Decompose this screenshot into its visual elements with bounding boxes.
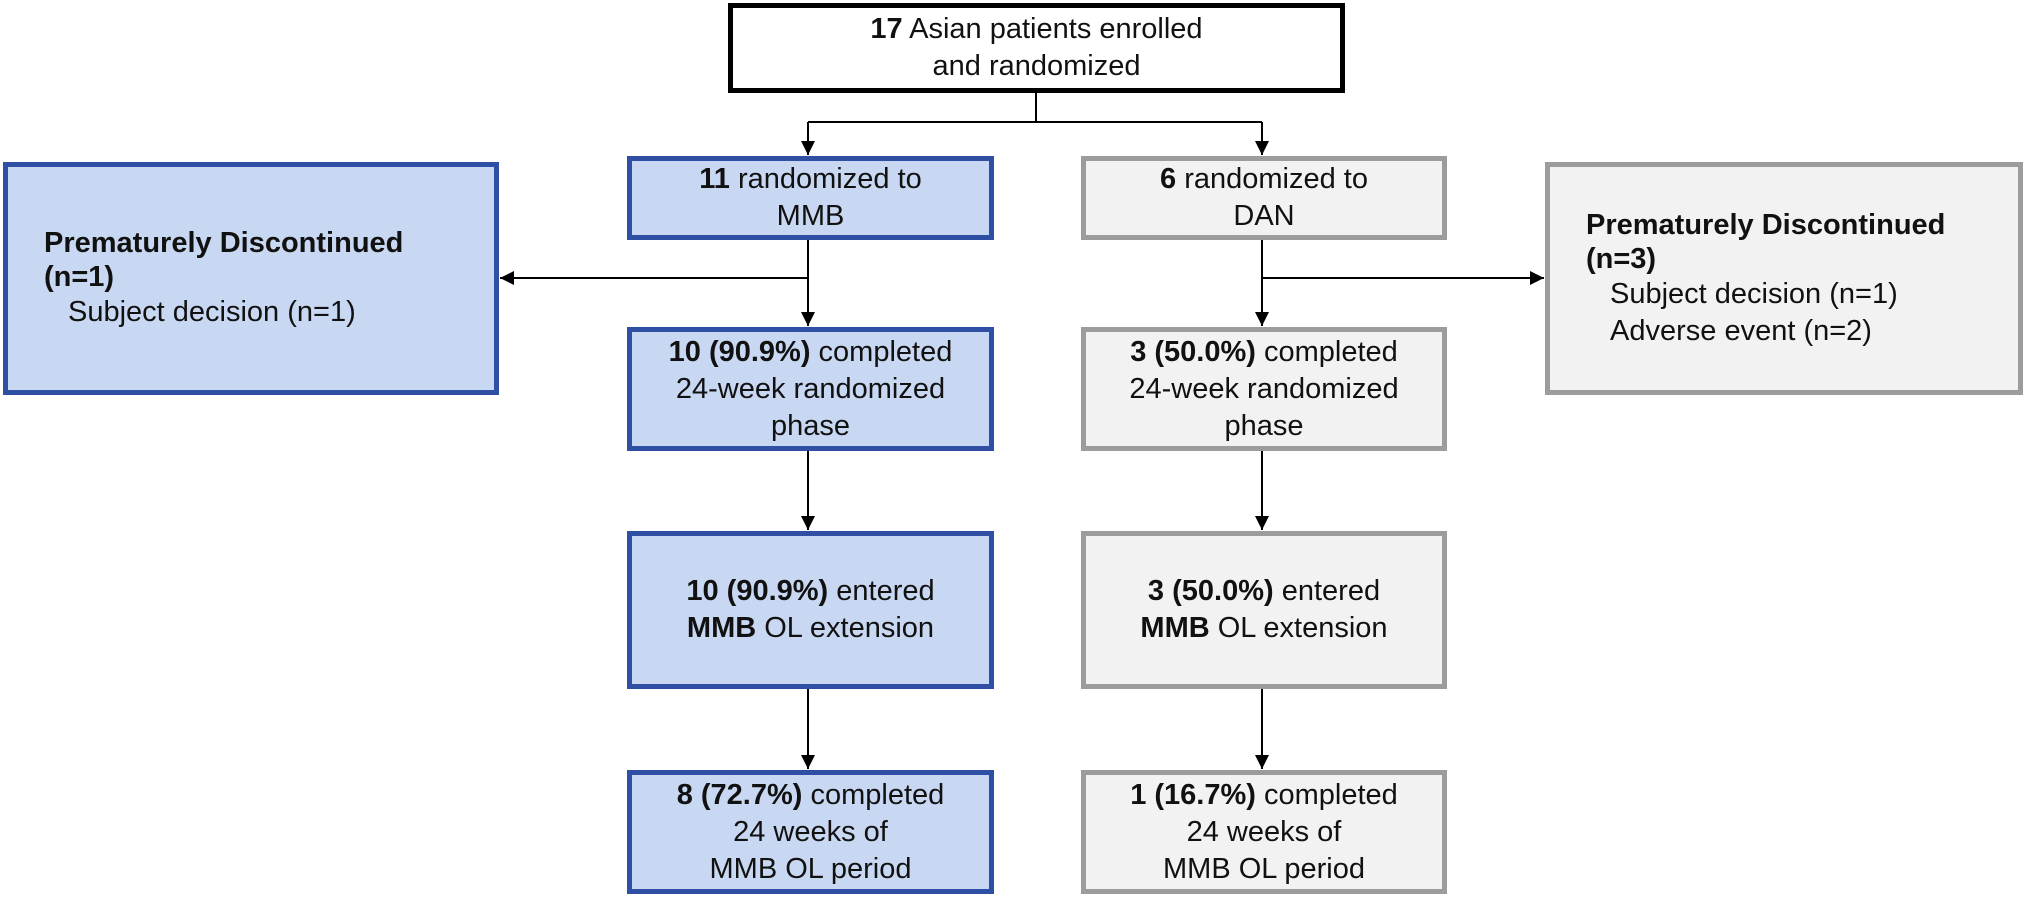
mmb-completed-ol-label: completed (802, 778, 945, 811)
dan-completed-ol-box: 1 (16.7%) completed 24 weeks of MMB OL p… (1081, 770, 1447, 894)
dan-completed-label-2: 24-week randomized (1129, 372, 1399, 405)
dan-entered-box: 3 (50.0%) entered MMB OL extension (1081, 531, 1447, 689)
mmb-entered-label: entered (828, 575, 935, 607)
dan-completed-label: completed (1255, 335, 1398, 368)
enrolled-label: Asian patients enrolled (902, 13, 1203, 45)
dan-discontinued-title: Prematurely Discontinued (1586, 208, 1946, 241)
dan-arm-name: DAN (1233, 200, 1295, 232)
mmb-completed-stat: 10 (90.9%) (668, 335, 811, 368)
split-connector (808, 93, 1262, 123)
mmb-completed-label: completed (810, 335, 953, 368)
dan-entered-stat: 3 (50.0%) (1147, 575, 1274, 607)
dan-discontinued-box: Prematurely Discontinued (n=3) Subject d… (1545, 162, 2023, 395)
mmb-discontinued-title: Prematurely Discontinued (44, 227, 404, 259)
mmb-completed-ol-box: 8 (72.7%) completed 24 weeks of MMB OL p… (627, 770, 994, 894)
dan-randomized-count: 6 (1160, 163, 1177, 195)
mmb-randomized-box: 11 randomized to MMB (627, 156, 994, 240)
mmb-completed-ol-label-2: 24 weeks of (733, 815, 888, 848)
mmb-entered-box: 10 (90.9%) entered MMB OL extension (627, 531, 994, 689)
mmb-completed-ol-stat: 8 (72.7%) (676, 778, 803, 811)
mmb-entered-label-2: OL extension (756, 612, 935, 644)
enrolled-box: 17 Asian patients enrolled and randomize… (728, 3, 1345, 93)
mmb-completed-label-3: phase (770, 409, 850, 442)
dan-discontinued-reason-2: Adverse event (n=2) (1610, 314, 1872, 347)
mmb-entered-drug: MMB (686, 612, 757, 644)
mmb-randomized-label: randomized to (729, 163, 922, 195)
mmb-completed-ol-label-3: MMB OL period (709, 852, 912, 885)
mmb-entered-stat: 10 (90.9%) (686, 575, 829, 607)
mmb-discontinued-reason: Subject decision (n=1) (68, 296, 356, 328)
mmb-discontinued-box: Prematurely Discontinued (n=1) Subject d… (3, 162, 499, 395)
dan-discontinued-reason-1: Subject decision (n=1) (1610, 277, 1898, 310)
dan-completed-label-3: phase (1224, 409, 1304, 442)
dan-entered-label-2: OL extension (1209, 612, 1388, 644)
enrolled-label-2: and randomized (932, 50, 1141, 82)
dan-entered-drug: MMB (1140, 612, 1210, 644)
dan-discontinued-count: (n=3) (1586, 242, 1657, 275)
dan-completed-ol-stat: 1 (16.7%) (1130, 778, 1256, 811)
mmb-discontinued-count: (n=1) (44, 261, 115, 293)
dan-entered-label: entered (1273, 575, 1381, 607)
dan-completed-stat: 3 (50.0%) (1130, 335, 1256, 368)
mmb-completed-box: 10 (90.9%) completed 24-week randomized … (627, 327, 994, 451)
dan-completed-ol-label: completed (1255, 778, 1398, 811)
dan-randomized-box: 6 randomized to DAN (1081, 156, 1447, 240)
mmb-randomized-count: 11 (699, 163, 730, 195)
dan-randomized-label: randomized to (1176, 163, 1368, 195)
mmb-completed-label-2: 24-week randomized (675, 372, 946, 405)
dan-completed-ol-label-3: MMB OL period (1163, 852, 1365, 885)
dan-completed-box: 3 (50.0%) completed 24-week randomized p… (1081, 327, 1447, 451)
mmb-arm-name: MMB (776, 200, 845, 232)
enrolled-count: 17 (870, 13, 903, 45)
dan-completed-ol-label-2: 24 weeks of (1186, 815, 1342, 848)
